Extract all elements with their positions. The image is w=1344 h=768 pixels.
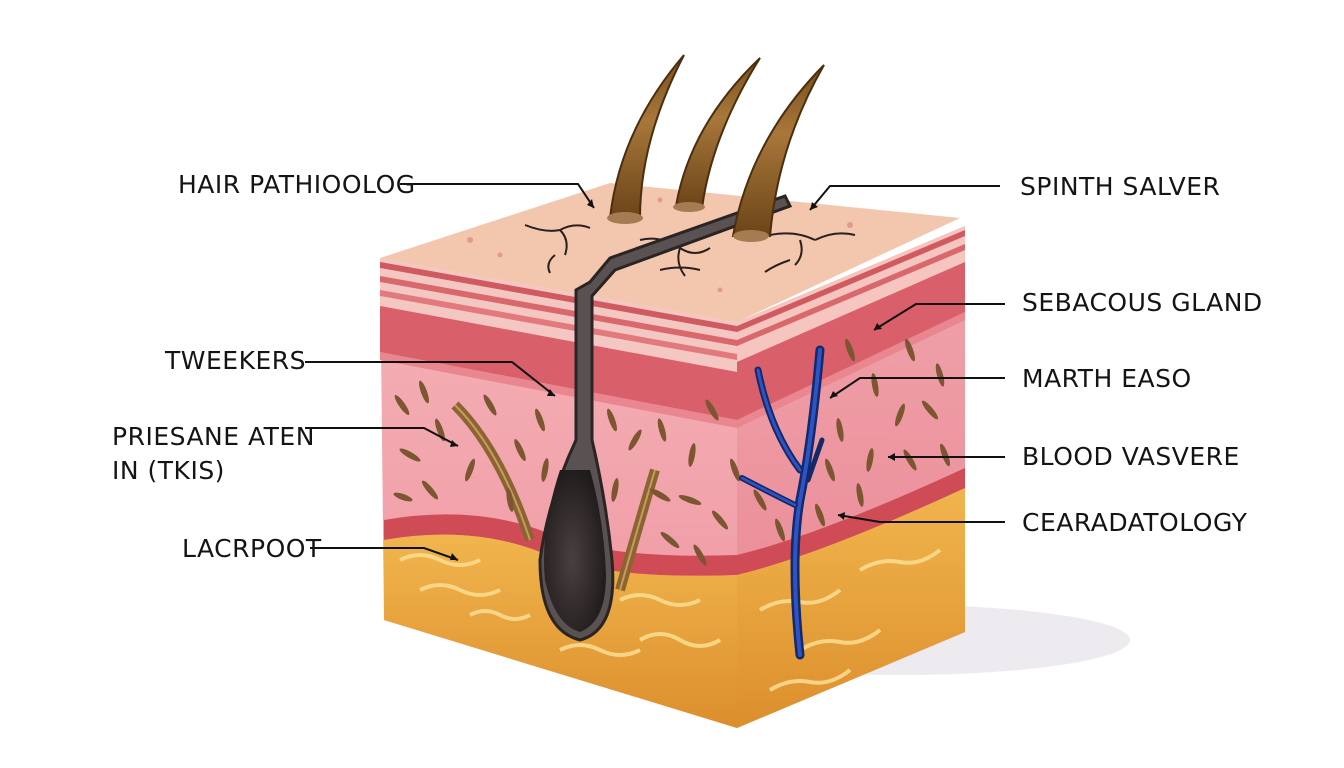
dermal-cells: [393, 338, 950, 566]
arrector-structures: [451, 401, 660, 592]
label-blood-vasvere: BLOOD VASVERE: [1022, 442, 1240, 471]
label-cearadatology: CEARADATOLOGY: [1022, 508, 1248, 537]
label-priesane: PRIESANE ATEN IN (TKIS): [112, 422, 315, 485]
top-surface: [380, 183, 960, 322]
label-lacrpoot: LACRPOOT: [182, 534, 322, 563]
arrowheads: [450, 199, 895, 560]
label-marth-easo: MARTH EASO: [1022, 364, 1192, 393]
label-hair-pathology: HAIR PATHIOOLOG: [178, 170, 416, 199]
label-spinth-salver: SPINTH SALVER: [1020, 172, 1221, 201]
blood-vessel: [739, 345, 825, 660]
label-tweekers: TWEEKERS: [165, 346, 307, 375]
hair-follicle: [538, 194, 793, 642]
label-sebacous-gland: SEBACOUS GLAND: [1022, 288, 1263, 317]
leader-lines: [305, 183, 1005, 561]
hair-shafts: [607, 54, 825, 242]
